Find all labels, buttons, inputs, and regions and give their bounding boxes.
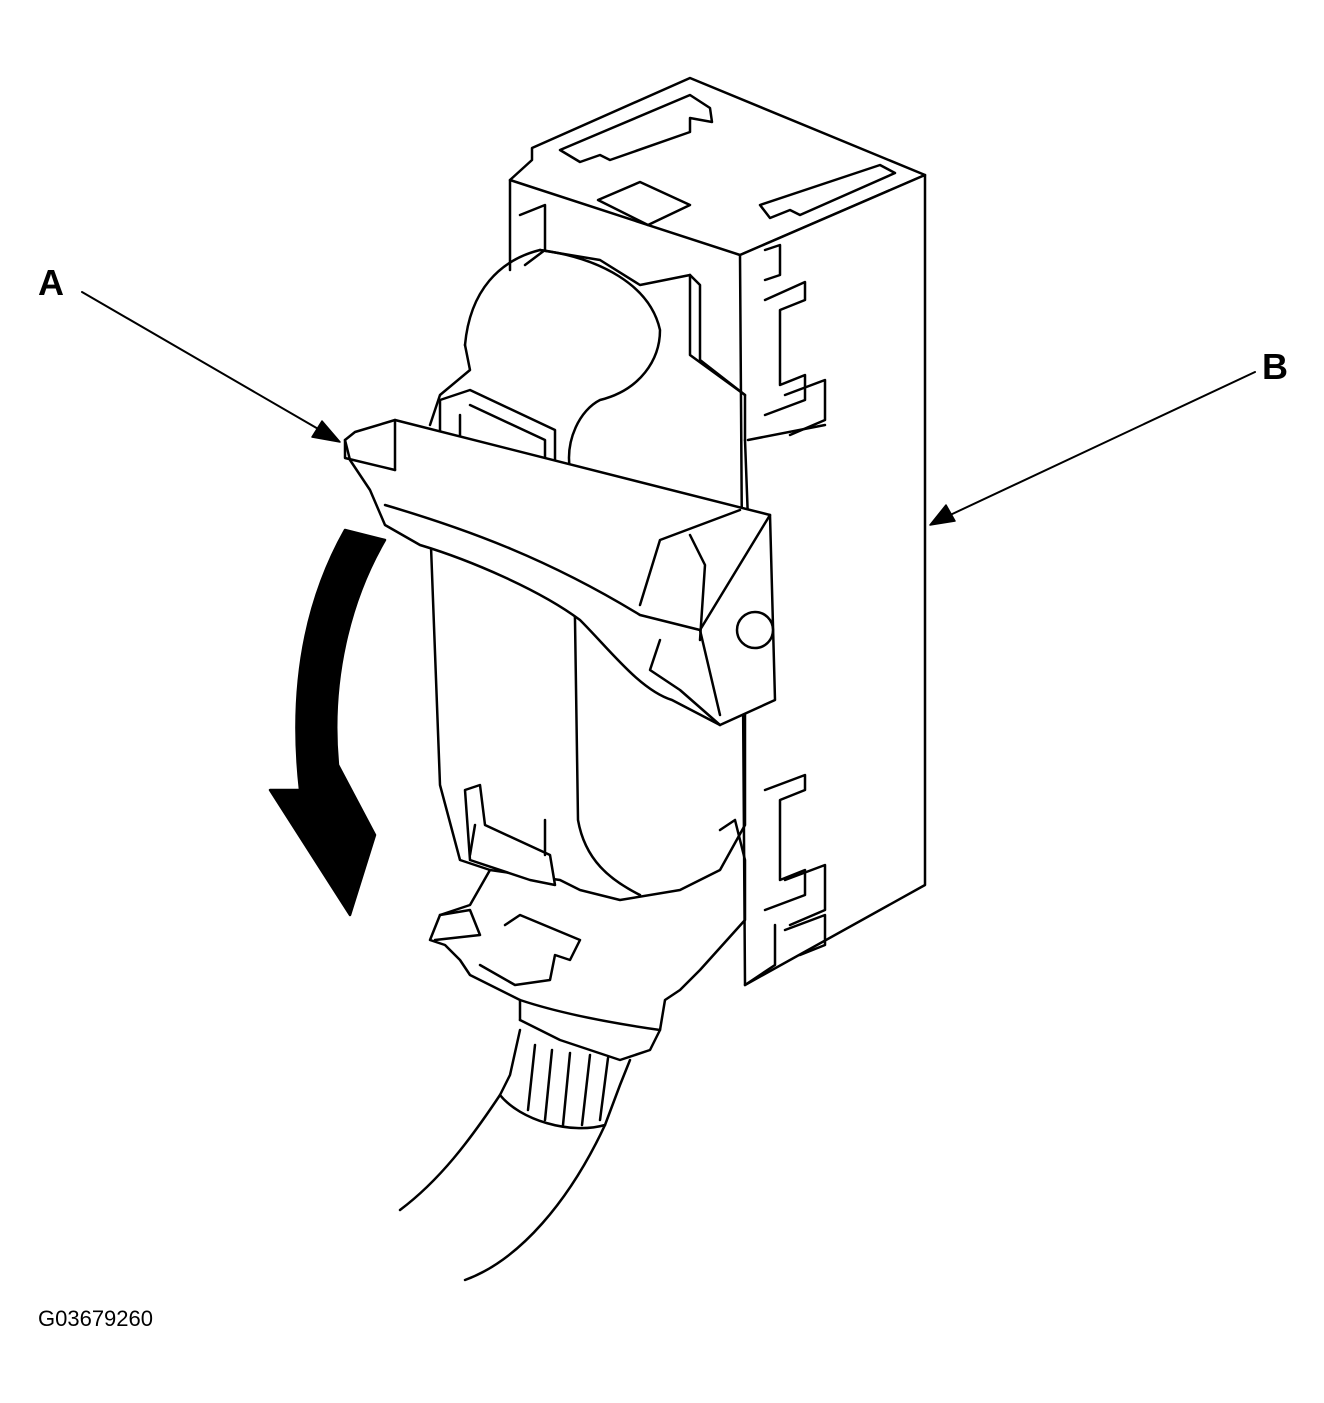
callout-b-leader <box>929 371 1256 526</box>
rotation-arrow <box>268 528 387 917</box>
connector-body <box>343 248 777 902</box>
callout-a-leader <box>81 291 341 443</box>
callout-label-a: A <box>38 262 64 303</box>
callout-label-b: B <box>1262 346 1288 387</box>
connector-boot <box>398 818 747 1282</box>
relay-box <box>508 76 927 987</box>
figure-id: G03679260 <box>38 1306 153 1331</box>
